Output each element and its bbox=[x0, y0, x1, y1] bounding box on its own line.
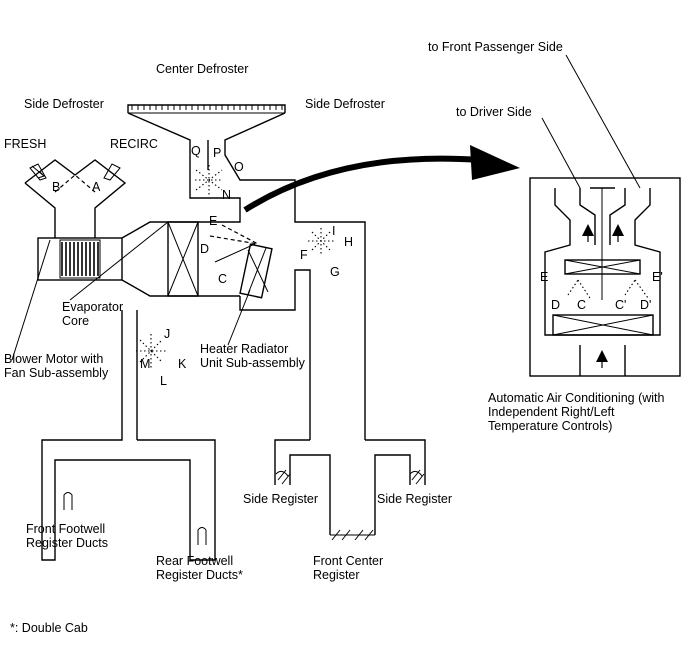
recirc-inlet-arrow bbox=[103, 163, 121, 181]
air-intake-duct bbox=[24, 159, 127, 238]
recirc-label: RECIRC bbox=[110, 137, 158, 151]
damper-n-label: N bbox=[222, 188, 231, 202]
inset-evaporator-core bbox=[552, 314, 654, 336]
inset-ducts bbox=[544, 187, 661, 376]
footnote: *: Double Cab bbox=[10, 621, 88, 635]
inset-d-label: D bbox=[551, 298, 560, 312]
inset-e-label: E bbox=[540, 270, 548, 284]
center-defroster-grille bbox=[128, 105, 285, 114]
front-center-register-icon bbox=[330, 529, 375, 541]
inset-air-mix-dampers bbox=[567, 279, 649, 299]
side-register-left-label: Side Register bbox=[243, 492, 318, 506]
inset-d-prime-label: D' bbox=[640, 298, 651, 312]
blower-motor-label-line2: Fan Sub-assembly bbox=[4, 366, 109, 380]
auto-ac-label-line3: Temperature Controls) bbox=[488, 419, 612, 433]
to-driver-side-label: to Driver Side bbox=[456, 105, 532, 119]
heater-radiator-label-line2: Unit Sub-assembly bbox=[200, 356, 306, 370]
rear-footwell-label-line1: Rear Footwell bbox=[156, 554, 233, 568]
damper-j-label: J bbox=[164, 327, 170, 341]
air-mix-dampers bbox=[209, 224, 259, 263]
center-defroster-label: Center Defroster bbox=[156, 62, 248, 76]
rear-footwell-label-line2: Register Ducts* bbox=[156, 568, 243, 582]
damper-l-label: L bbox=[160, 374, 167, 388]
inset-heater-core bbox=[564, 259, 641, 275]
damper-o-label: O bbox=[234, 160, 244, 174]
damper-k-label: K bbox=[178, 357, 187, 371]
auto-ac-label-line2: Independent Right/Left bbox=[488, 405, 615, 419]
register-ducts bbox=[274, 439, 426, 535]
inset-frame bbox=[529, 177, 681, 377]
heater-radiator-label-line1: Heater Radiator bbox=[200, 342, 288, 356]
damper-h-label: H bbox=[344, 235, 353, 249]
damper-c-label: C bbox=[218, 272, 227, 286]
auto-ac-label-line1: Automatic Air Conditioning (with bbox=[488, 391, 665, 405]
front-footwell-label-line1: Front Footwell bbox=[26, 522, 105, 536]
front-center-register-label-line2: Register bbox=[313, 568, 360, 582]
blower-motor bbox=[37, 237, 123, 281]
leader-lines bbox=[11, 54, 641, 361]
side-register-right-icon bbox=[409, 469, 425, 485]
side-defroster-left-label: Side Defroster bbox=[24, 97, 104, 111]
inset-e-prime-label: E' bbox=[652, 270, 663, 284]
defroster-duct bbox=[127, 104, 366, 440]
fresh-recirc-damper bbox=[54, 174, 96, 193]
inset-airflow-arrows bbox=[582, 224, 624, 368]
damper-p-label: P bbox=[213, 146, 221, 160]
damper-f-label: F bbox=[300, 248, 308, 262]
damper-e-label: E bbox=[209, 214, 217, 228]
foot-duct bbox=[41, 310, 216, 561]
side-defroster-right-label: Side Defroster bbox=[305, 97, 385, 111]
side-register-left-icon bbox=[275, 469, 291, 485]
damper-a-label: A bbox=[92, 180, 101, 194]
fresh-inlet-arrow bbox=[29, 163, 47, 181]
to-front-passenger-side-label: to Front Passenger Side bbox=[428, 40, 563, 54]
heater-radiator-unit bbox=[239, 243, 273, 299]
heater-duct bbox=[239, 269, 311, 440]
blower-motor-label-line1: Blower Motor with bbox=[4, 352, 103, 366]
front-footwell-label-line2: Register Ducts bbox=[26, 536, 108, 550]
foot-dampers bbox=[136, 334, 166, 368]
front-center-register-label-line1: Front Center bbox=[313, 554, 383, 568]
evaporator-core bbox=[167, 221, 199, 297]
inset-c-prime-label: C' bbox=[615, 298, 626, 312]
damper-g-label: G bbox=[330, 265, 340, 279]
damper-d-label: D bbox=[200, 242, 209, 256]
vent-dampers bbox=[308, 228, 334, 254]
evaporator-core-label-line2: Core bbox=[62, 314, 89, 328]
fresh-label: FRESH bbox=[4, 137, 46, 151]
front-footwell-outlet-icon bbox=[63, 492, 73, 510]
damper-b-label: B bbox=[52, 180, 60, 194]
damper-i-label: I bbox=[332, 224, 335, 238]
inset-pointer-arrow bbox=[243, 145, 520, 213]
damper-q-label: Q bbox=[191, 144, 201, 158]
rear-footwell-outlet-icon bbox=[197, 527, 207, 545]
side-register-right-label: Side Register bbox=[377, 492, 452, 506]
damper-m-label: M bbox=[140, 357, 150, 371]
evaporator-core-label-line1: Evaporator bbox=[62, 300, 123, 314]
defroster-dampers bbox=[195, 165, 223, 195]
inset-c-label: C bbox=[577, 298, 586, 312]
